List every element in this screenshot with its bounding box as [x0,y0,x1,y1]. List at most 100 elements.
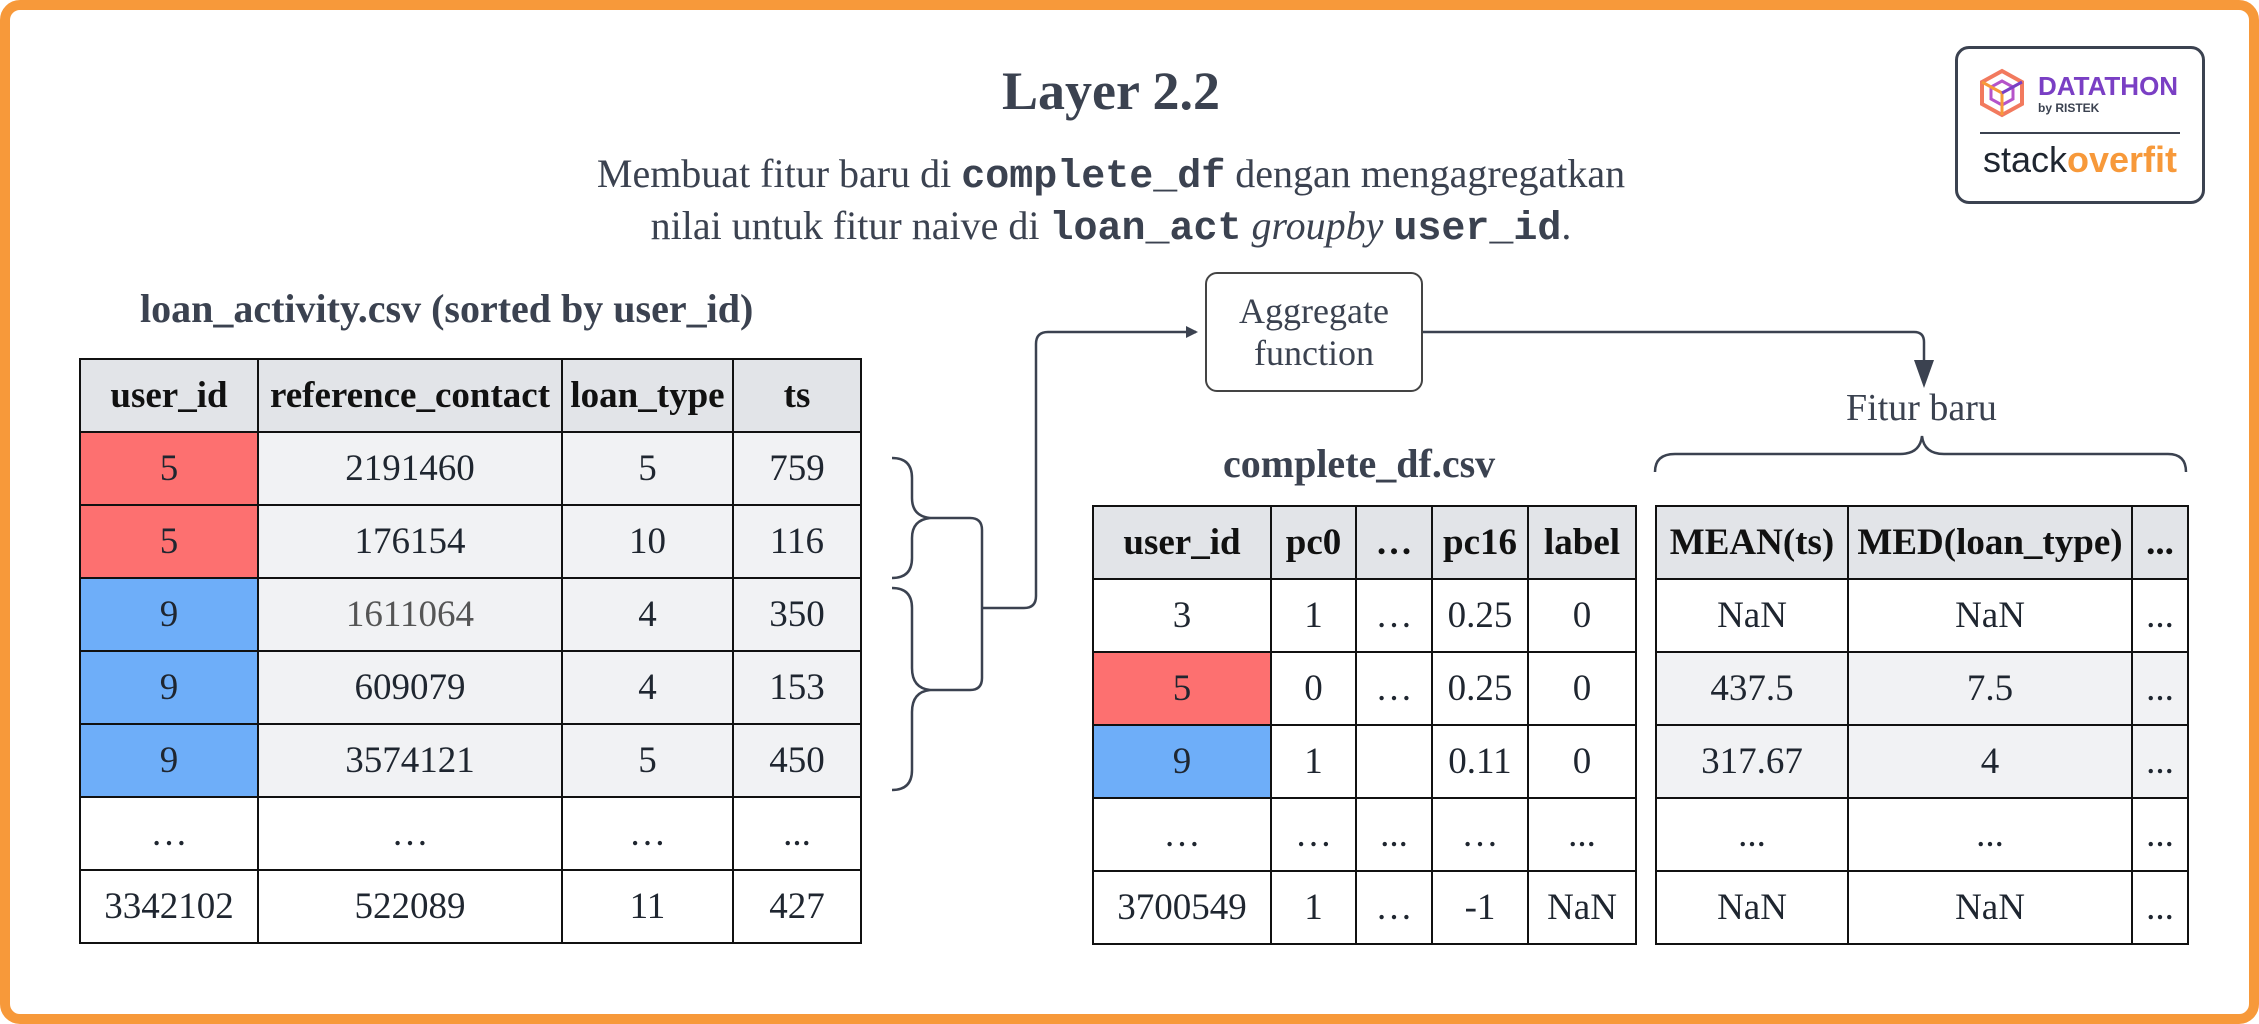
table-cell: -1 [1431,870,1529,945]
table-cell: … [1092,797,1272,872]
table-cell: 4 [1847,724,2133,799]
table-cell: 4 [561,577,734,652]
table-cell: ... [732,796,862,871]
desc-code-user-id: user_id [1393,207,1562,252]
table-cell: 176154 [257,504,563,579]
logo-datathon-text: DATATHON [2038,71,2179,101]
description-line-2: nilai untuk fitur naive di loan_act grou… [0,202,2222,252]
table-cell: 3 [1092,578,1272,653]
table-header-row: user_id reference_contact loan_type ts [79,358,862,433]
column-header: MEAN(ts) [1655,505,1849,580]
cube-logo-icon [1980,68,2024,118]
table-cell: 9 [1092,724,1272,799]
logo-stack-part: stack [1982,139,2067,180]
column-header: loan_type [561,358,734,433]
table-cell: 317.67 [1655,724,1849,799]
description-line-1: Membuat fitur baru di complete_df dengan… [0,150,2222,200]
table-cell: 609079 [257,650,563,725]
table-cell: NaN [1847,870,2133,945]
table-cell: … [561,796,734,871]
table-cell: 3574121 [257,723,563,798]
table-cell: … [1355,578,1433,653]
table-row: 437.5 7.5 ... [1655,651,2189,726]
logo-overfit-part: overfit [2067,139,2178,180]
table-cell: ... [2131,797,2189,872]
desc-text: nilai untuk fitur naive di [650,203,1050,248]
arrow-to-fitur [1423,330,1926,372]
column-header: ... [2131,505,2189,580]
aggregate-label-line2: function [1254,333,1374,373]
table-row: 9 1 0.11 0 [1092,724,1637,799]
table-row: NaN NaN ... [1655,870,2189,945]
fitur-baru-label: Fitur baru [1846,387,1997,429]
table-cell: NaN [1527,870,1637,945]
desc-text: dengan mengagregatkan [1225,151,1626,196]
column-header: pc16 [1431,505,1529,580]
brace-user-9 [891,586,931,792]
table-cell: 9 [79,650,259,725]
table-cell: 5 [79,504,259,579]
table-row: 5 2191460 5 759 [79,431,862,506]
table-cell: 1611064 [257,577,563,652]
table-cell: 0.25 [1431,578,1529,653]
table-row: 317.67 4 ... [1655,724,2189,799]
column-header: reference_contact [257,358,563,433]
datathon-stackoverfit-logo: DATATHON by RISTEK stackoverfit [1955,46,2205,204]
table-cell: 0.25 [1431,651,1529,726]
table-row: 9 609079 4 153 [79,650,862,725]
table-cell: 0 [1527,578,1637,653]
table-row: … … ... … ... [1092,797,1637,872]
logo-divider [1980,132,2180,134]
table-cell: 0.11 [1431,724,1529,799]
table-cell: 5 [79,431,259,506]
table-cell: 1 [1270,870,1357,945]
table-cell: … [1355,870,1433,945]
table-cell: 11 [561,869,734,944]
column-header: MED(loan_type) [1847,505,2133,580]
table-row: 5 176154 10 116 [79,504,862,579]
table-cell: 1 [1270,724,1357,799]
table-cell: 3342102 [79,869,259,944]
logo-by-ristek-text: by RISTEK [2038,101,2100,115]
table-row: 9 3574121 5 450 [79,723,862,798]
column-header: ts [732,358,862,433]
table-cell: 0 [1527,651,1637,726]
fitur-baru-table: MEAN(ts) MED(loan_type) ... NaN NaN ... … [1655,505,2189,945]
table-cell: 9 [79,723,259,798]
table-cell: … [1431,797,1529,872]
table-cell: 759 [732,431,862,506]
table-cell: ... [2131,651,2189,726]
table-row: 9 1611064 4 350 [79,577,862,652]
table-cell: NaN [1655,870,1849,945]
desc-code-complete-df: complete_df [961,155,1226,200]
column-header: … [1355,505,1433,580]
table-row: 3 1 … 0.25 0 [1092,578,1637,653]
table-cell: NaN [1847,578,2133,653]
table-row: ... ... ... [1655,797,2189,872]
table-row: 3700549 1 … -1 NaN [1092,870,1637,945]
table-cell: 7.5 [1847,651,2133,726]
table-cell: 1 [1270,578,1357,653]
loan-table-caption: loan_activity.csv (sorted by user_id) [140,286,754,331]
table-cell: 3700549 [1092,870,1272,945]
column-header: user_id [79,358,259,433]
table-cell: ... [2131,870,2189,945]
arrow-to-aggregate [982,326,1198,610]
table-cell: 350 [732,577,862,652]
table-cell: … [79,796,259,871]
table-cell: 0 [1270,651,1357,726]
arrowhead-fitur [1914,360,1934,388]
complete-table-caption: complete_df.csv [1223,441,1496,486]
table-cell: 153 [732,650,862,725]
table-cell: 5 [1092,651,1272,726]
brace-join-bracket [930,516,984,692]
table-cell: ... [1355,797,1433,872]
table-cell: ... [1847,797,2133,872]
table-header-row: MEAN(ts) MED(loan_type) ... [1655,505,2189,580]
table-row: 3342102 522089 11 427 [79,869,862,944]
table-cell: 2191460 [257,431,563,506]
table-cell: 9 [79,577,259,652]
table-cell: NaN [1655,578,1849,653]
brace-user-5 [891,456,931,580]
